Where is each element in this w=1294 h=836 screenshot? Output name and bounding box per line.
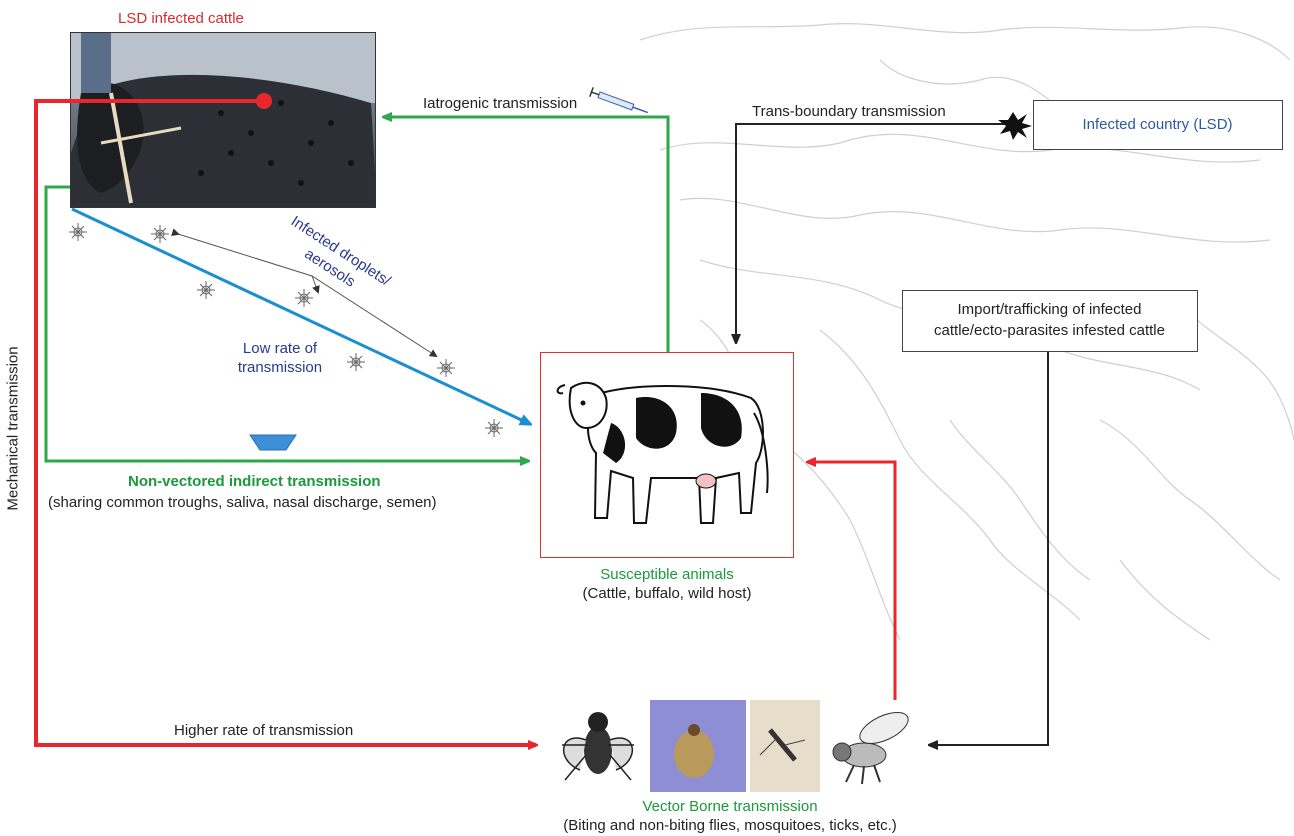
higher-rate-label: Higher rate of transmission xyxy=(174,722,353,739)
vector-to-susceptible-line xyxy=(808,462,895,700)
mechanical-label: Mechanical transmission xyxy=(5,344,22,514)
syringe-icon xyxy=(590,87,650,117)
susceptible-detail: (Cattle, buffalo, wild host) xyxy=(540,585,794,602)
diagram-title: LSD infected cattle xyxy=(118,10,244,27)
low-rate-label-line1: Low rate of xyxy=(220,340,340,357)
vector-detail: (Biting and non-biting flies, mosquitoes… xyxy=(520,817,940,834)
import-line xyxy=(930,352,1048,745)
nonvectored-title: Non-vectored indirect transmission xyxy=(128,473,381,490)
mechanical-transmission-line xyxy=(36,101,536,745)
nonvectored-detail: (sharing common troughs, saliva, nasal d… xyxy=(48,494,437,511)
import-box: Import/trafficking of infected cattle/ec… xyxy=(902,290,1198,352)
transboundary-label: Trans-boundary transmission xyxy=(752,103,946,120)
iatrogenic-line xyxy=(384,117,668,352)
explosion-icon xyxy=(998,112,1032,140)
susceptible-title: Susceptible animals xyxy=(540,566,794,583)
mechanical-origin-dot xyxy=(256,93,272,109)
import-label-line2: cattle/ecto-parasites infested cattle xyxy=(903,322,1196,339)
infected-country-label: Infected country (LSD) xyxy=(1034,116,1281,133)
trough-icon xyxy=(250,435,296,450)
low-rate-label-line2: transmission xyxy=(220,359,340,376)
vector-title: Vector Borne transmission xyxy=(520,798,940,815)
virus-particles xyxy=(69,223,503,437)
infected-country-box: Infected country (LSD) xyxy=(1033,100,1283,150)
iatrogenic-label: Iatrogenic transmission xyxy=(423,95,577,112)
import-label-line1: Import/trafficking of infected xyxy=(903,301,1196,318)
